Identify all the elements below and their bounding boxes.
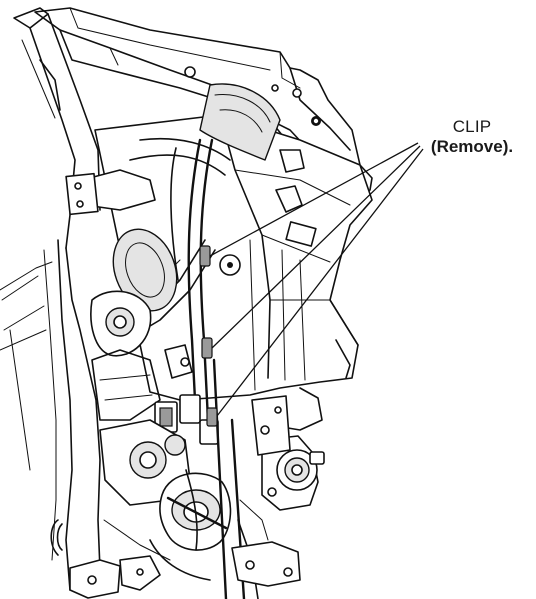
clip-middle bbox=[201, 337, 213, 359]
leader-line-middle bbox=[211, 145, 421, 349]
callout-leader-lines bbox=[209, 142, 424, 417]
leader-line-lower bbox=[216, 148, 424, 417]
callout-action: (Remove). bbox=[430, 137, 514, 156]
clip-upper bbox=[199, 245, 211, 267]
left-frame bbox=[0, 7, 101, 591]
clip-callout: CLIP (Remove). bbox=[412, 117, 532, 157]
inner-components bbox=[65, 116, 321, 445]
clip-lower bbox=[206, 407, 218, 427]
callout-title: CLIP bbox=[452, 117, 492, 136]
leader-line-upper bbox=[209, 142, 419, 257]
lower-assembly bbox=[69, 358, 325, 599]
